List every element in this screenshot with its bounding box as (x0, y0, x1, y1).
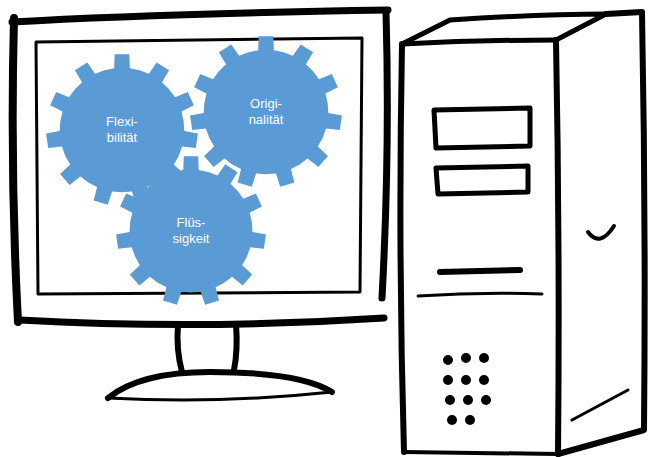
monitor-stand (234, 324, 237, 370)
tower-button (440, 270, 520, 272)
tower-handle (588, 226, 614, 239)
tower-side (558, 12, 645, 454)
gear-label: Flexi- bilität (94, 114, 150, 146)
tower-front (404, 452, 558, 454)
gear-node: Flüs- sigkeit (116, 156, 266, 306)
vent-dots (443, 353, 491, 425)
gear-node: Origi- nalität (190, 36, 342, 188)
tower-top (402, 14, 606, 44)
monitor-base (108, 392, 332, 400)
gear-label: Origi- nalität (238, 96, 294, 128)
tower-front (400, 44, 404, 452)
monitor-stand (178, 324, 183, 372)
monitor-frame (382, 12, 387, 298)
tower-front (556, 40, 559, 454)
tower-line (572, 390, 628, 420)
tower-front (402, 40, 556, 44)
drive-slot (436, 166, 528, 194)
tower-line (418, 293, 542, 296)
monitor-frame (20, 318, 384, 325)
monitor-frame (12, 10, 388, 22)
monitor-frame (13, 18, 18, 322)
drive-slot (434, 108, 530, 148)
gear-label: Flüs- sigkeit (163, 215, 219, 247)
